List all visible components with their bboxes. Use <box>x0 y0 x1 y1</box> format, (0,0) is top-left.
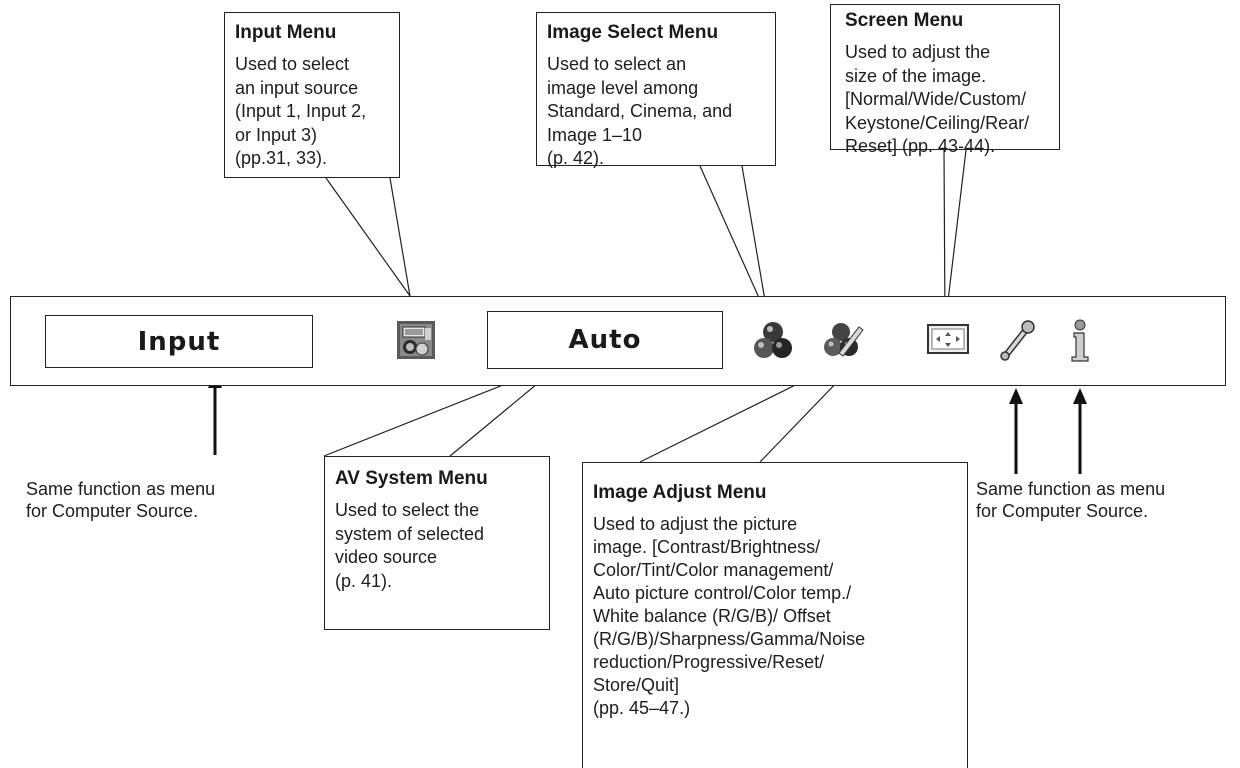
image-select-menu-callout: Image Select Menu Used to select an imag… <box>536 12 776 168</box>
menu-bar: Input Auto <box>10 296 1226 386</box>
input-menu-title: Input Menu <box>235 22 337 43</box>
note-line: for Computer Source. <box>26 501 199 521</box>
desc-line: (p. 42). <box>547 148 605 168</box>
screen-menu-desc: Used to adjust the size of the image. [N… <box>845 41 1049 159</box>
input-menu-pointer <box>325 177 411 297</box>
input-menu-desc: Used to select an input source (Input 1,… <box>235 53 389 171</box>
image-adjust-menu-callout: Image Adjust Menu Used to adjust the pic… <box>582 462 968 768</box>
desc-line: Standard, Cinema, and <box>547 101 733 121</box>
input-field[interactable]: Input <box>45 315 313 368</box>
image-adjust-icon[interactable] <box>823 319 865 361</box>
av-system-menu-title: AV System Menu <box>335 468 488 489</box>
desc-line: reduction/Progressive/Reset/ <box>593 652 825 672</box>
arrow-info-head <box>1073 388 1087 404</box>
note-line: Same function as menu <box>976 479 1166 499</box>
desc-line: [Normal/Wide/Custom/ <box>845 89 1027 109</box>
note-line: Same function as menu <box>26 479 216 499</box>
information-icon[interactable] <box>1069 319 1091 363</box>
right-note: Same function as menu for Computer Sourc… <box>976 478 1165 522</box>
desc-line: Auto picture control/Color temp./ <box>593 583 852 603</box>
desc-line: (pp.31, 33). <box>235 148 328 168</box>
desc-line: size of the image. <box>845 65 987 86</box>
desc-line: (R/G/B)/Sharpness/Gamma/Noise <box>593 629 866 649</box>
desc-line: Keystone/Ceiling/Rear/ <box>845 112 1030 133</box>
desc-line: or Input 3) <box>235 124 318 145</box>
desc-line: Color/Tint/Color management/ <box>593 560 834 580</box>
screen-icon[interactable] <box>927 323 969 357</box>
left-note: Same function as menu for Computer Sourc… <box>26 478 215 522</box>
image-select-menu-title: Image Select Menu <box>547 22 719 43</box>
desc-line: image level among <box>547 77 699 98</box>
desc-line: Used to select <box>235 54 350 74</box>
desc-line: video source <box>335 547 438 567</box>
desc-line: Store/Quit] <box>593 675 680 695</box>
desc-line: Used to select the <box>335 500 480 520</box>
input-menu-callout: Input Menu Used to select an input sourc… <box>224 12 400 178</box>
setting-icon[interactable] <box>997 319 1037 361</box>
desc-line: Image 1–10 <box>547 124 643 145</box>
image-select-menu-desc: Used to select an image level among Stan… <box>547 53 765 171</box>
screen-menu-title: Screen Menu <box>845 10 964 31</box>
desc-line: (Input 1, Input 2, <box>235 101 367 121</box>
av-system-menu-callout: AV System Menu Used to select the system… <box>324 456 550 630</box>
desc-line: White balance (R/G/B)/ Offset <box>593 606 831 626</box>
desc-line: image. [Contrast/Brightness/ <box>593 537 821 557</box>
desc-line: Used to adjust the <box>845 42 991 62</box>
note-line: for Computer Source. <box>976 501 1149 521</box>
desc-line: Used to adjust the picture <box>593 514 798 534</box>
desc-line: system of selected <box>335 523 485 544</box>
input-source-icon[interactable] <box>397 321 435 359</box>
screen-menu-callout: Screen Menu Used to adjust the size of t… <box>830 4 1060 156</box>
image-adjust-menu-title: Image Adjust Menu <box>593 482 767 503</box>
image-adjust-menu-desc: Used to adjust the picture image. [Contr… <box>593 513 957 720</box>
desc-line: (pp. 45–47.) <box>593 698 691 718</box>
desc-line: Reset] (pp. 43-44). <box>845 136 996 156</box>
image-select-icon[interactable] <box>753 321 793 361</box>
arrow-setting-head <box>1009 388 1023 404</box>
desc-line: an input source <box>235 77 359 98</box>
desc-line: (p. 41). <box>335 570 393 591</box>
av-system-field[interactable]: Auto <box>487 311 723 369</box>
av-system-menu-desc: Used to select the system of selected vi… <box>335 499 539 593</box>
desc-line: Used to select an <box>547 54 687 74</box>
